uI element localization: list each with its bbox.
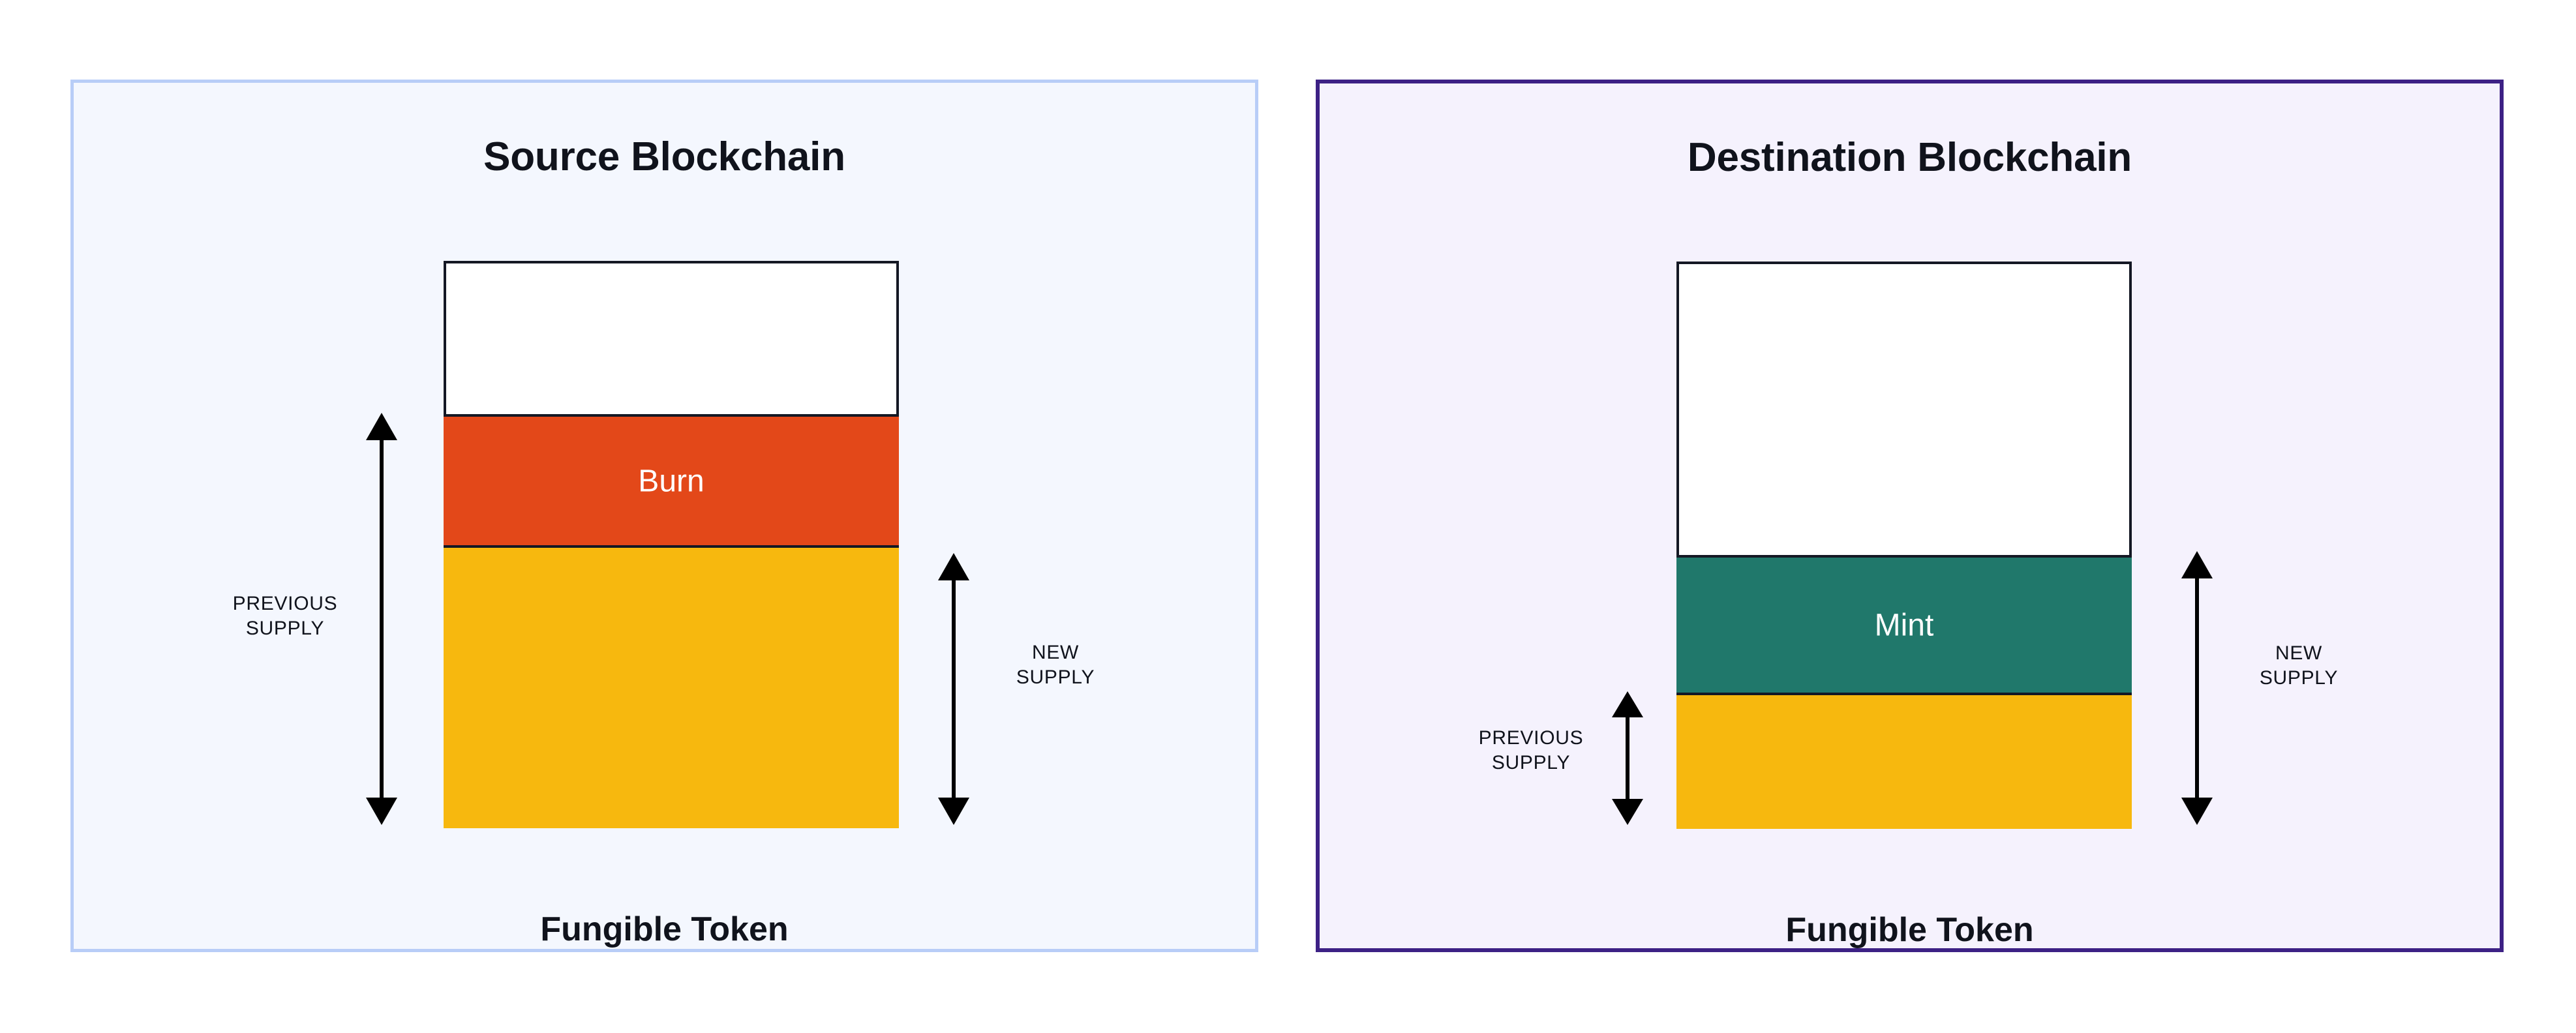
destination-new-supply-arrow <box>2179 550 2215 826</box>
destination-blockchain-panel: Destination Blockchain Mint PREVIOUS SUP… <box>1316 80 2504 952</box>
destination-previous-supply-label: PREVIOUS SUPPLY <box>1478 727 1584 774</box>
source-burn-label: Burn <box>638 464 705 498</box>
destination-panel-footer-label: Fungible Token <box>1785 911 2034 949</box>
source-token-supply-bar: Burn <box>444 261 899 828</box>
source-retained-supply-segment <box>444 548 899 828</box>
source-new-supply-label: NEW SUPPLY <box>1016 642 1095 689</box>
source-panel-title: Source Blockchain <box>483 134 845 179</box>
destination-mint-segment: Mint <box>1676 555 2132 695</box>
destination-mint-label: Mint <box>1874 608 1934 642</box>
destination-previous-supply-arrow <box>1609 690 1646 826</box>
destination-retained-supply-segment <box>1676 695 2132 829</box>
source-burn-segment: Burn <box>444 414 899 548</box>
source-new-supply-arrow <box>935 552 972 826</box>
source-previous-supply-arrow <box>363 412 400 826</box>
destination-panel-title: Destination Blockchain <box>1687 135 2132 180</box>
source-blockchain-panel: Source Blockchain Burn PREVIOUS SUPPLY <box>70 80 1258 952</box>
destination-token-supply-bar: Mint <box>1676 262 2132 829</box>
source-panel-footer-label: Fungible Token <box>540 910 789 948</box>
source-previous-supply-label: PREVIOUS SUPPLY <box>232 593 338 640</box>
destination-new-supply-label: NEW SUPPLY <box>2259 642 2339 689</box>
